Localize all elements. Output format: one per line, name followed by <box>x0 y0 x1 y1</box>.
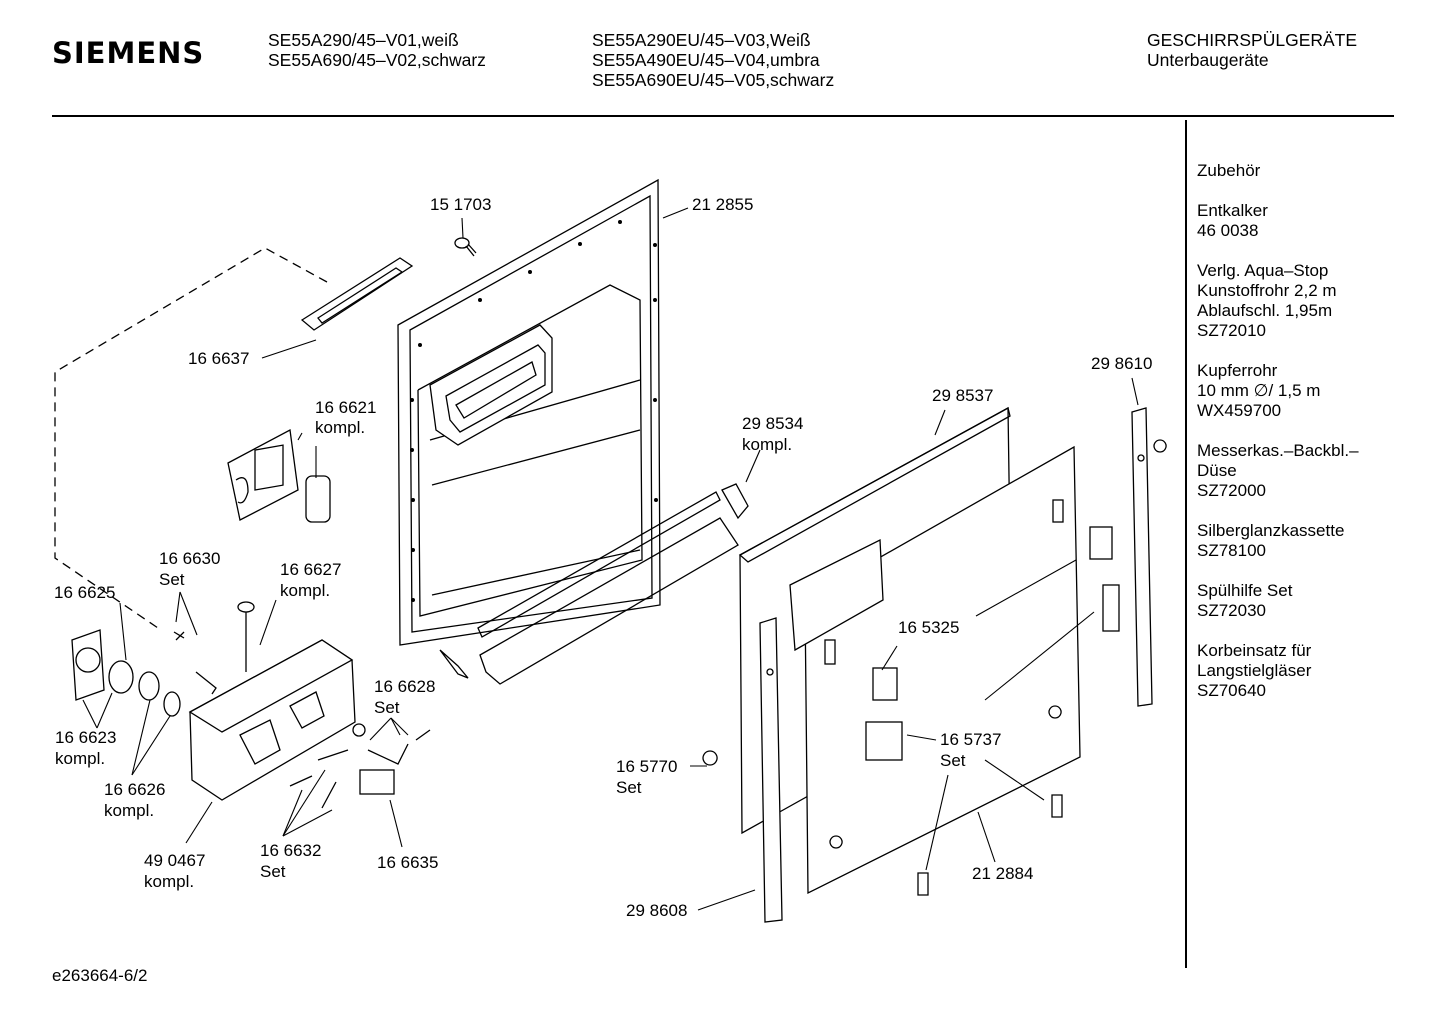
grid-bracket-part <box>227 428 331 523</box>
accessory-line: Silberglanzkassette <box>1197 521 1345 540</box>
accessory-group: Kupferrohr 10 mm ∅/ 1,5 m WX459700 <box>1197 361 1437 421</box>
accessory-line: Verlg. Aqua–Stop <box>1197 261 1329 280</box>
exploded-parts-diagram: 15 1703 21 2855 16 6637 16 6621 kompl. 2… <box>54 178 1167 923</box>
label-49-0467: 49 0467 <box>144 851 205 870</box>
accessory-line: Kupferrohr <box>1197 361 1278 380</box>
inner-door-panel <box>397 178 661 646</box>
models-column-1: SE55A290/45–V01,weiß SE55A690/45–V02,sch… <box>268 30 486 70</box>
label-16-6621: 16 6621 <box>315 398 376 417</box>
accessory-line: Langstielgläser <box>1197 661 1312 680</box>
accessory-group: Zubehör <box>1197 161 1437 181</box>
category-heading: GESCHIRRSPÜLGERÄTE Unterbaugeräte <box>1147 30 1357 70</box>
label-21-2855: 21 2855 <box>692 195 753 214</box>
part-labels: 15 1703 21 2855 16 6637 16 6621 kompl. 2… <box>54 195 1152 920</box>
label-16-6623: 16 6623 <box>55 728 116 747</box>
accessory-line: Ablaufschl. 1,95m <box>1197 301 1333 320</box>
inner-front-panel <box>789 445 1081 895</box>
side-rail-right <box>1131 407 1167 707</box>
header-rule <box>52 115 1394 117</box>
accessory-group: Messerkas.–Backbl.– Düse SZ72000 <box>1197 441 1437 501</box>
model-line: SE55A490EU/45–V04,umbra <box>592 50 820 70</box>
accessory-line: SZ72000 <box>1197 481 1266 500</box>
accessory-group: Korbeinsatz für Langstielgläser SZ70640 <box>1197 641 1437 701</box>
accessory-line: Korbeinsatz für <box>1197 641 1312 660</box>
models-column-2: SE55A290EU/45–V03,Weiß SE55A490EU/45–V04… <box>592 30 834 90</box>
label-29-8608: 29 8608 <box>626 901 687 920</box>
accessory-line: Spülhilfe Set <box>1197 581 1293 600</box>
label-16-6632: 16 6632 <box>260 841 321 860</box>
label-16-6632-sub: Set <box>260 862 286 881</box>
model-line: SE55A290/45–V01,weiß <box>268 30 459 50</box>
category-line: Unterbaugeräte <box>1147 50 1269 70</box>
label-16-6623-sub: kompl. <box>55 749 105 768</box>
accessory-line: 10 mm ∅/ 1,5 m <box>1197 381 1321 400</box>
dispenser-housing-part <box>188 639 356 801</box>
label-49-0467-sub: kompl. <box>144 872 194 891</box>
label-16-6628: 16 6628 <box>374 677 435 696</box>
label-16-6635: 16 6635 <box>377 853 438 872</box>
accessory-group: Spülhilfe Set SZ72030 <box>1197 581 1437 621</box>
clip-parts <box>702 526 1120 896</box>
label-29-8534-sub: kompl. <box>742 435 792 454</box>
model-line: SE55A690/45–V02,schwarz <box>268 50 486 70</box>
category-line: GESCHIRRSPÜLGERÄTE <box>1147 30 1358 50</box>
model-line: SE55A290EU/45–V03,Weiß <box>592 30 811 50</box>
label-16-6626: 16 6626 <box>104 780 165 799</box>
label-21-2884: 21 2884 <box>972 864 1033 883</box>
accessory-line: Messerkas.–Backbl.– <box>1197 441 1359 460</box>
label-16-5770-sub: Set <box>616 778 642 797</box>
trim-strip-part <box>439 483 749 685</box>
label-16-6621-sub: kompl. <box>315 418 365 437</box>
accessory-line: SZ72010 <box>1197 321 1266 340</box>
label-16-6625: 16 6625 <box>54 583 115 602</box>
label-16-6630-sub: Set <box>159 570 185 589</box>
accessory-group: Verlg. Aqua–Stop Kunstoffrohr 2,2 m Abla… <box>1197 261 1437 341</box>
drawing-reference: e263664-6/2 <box>52 966 148 985</box>
ring-parts <box>108 660 181 717</box>
label-16-6627-sub: kompl. <box>280 581 330 600</box>
label-16-6627: 16 6627 <box>280 560 341 579</box>
label-16-5325: 16 5325 <box>898 618 959 637</box>
label-15-1703: 15 1703 <box>430 195 491 214</box>
label-16-6626-sub: kompl. <box>104 801 154 820</box>
accessory-line: Kunstoffrohr 2,2 m <box>1197 281 1337 300</box>
model-line: SE55A690EU/45–V05,schwarz <box>592 70 835 90</box>
leader-lines <box>82 207 1139 911</box>
side-rail-left <box>759 617 783 923</box>
accessory-line: SZ78100 <box>1197 541 1266 560</box>
small-parts <box>173 601 431 809</box>
accessory-line: Entkalker <box>1197 201 1268 220</box>
dispenser-cover-part <box>71 629 105 701</box>
brand-logo: SIEMENS <box>52 36 205 70</box>
label-29-8534: 29 8534 <box>742 414 803 433</box>
accessory-line: Düse <box>1197 461 1237 480</box>
label-29-8610: 29 8610 <box>1091 354 1152 373</box>
assembly-dashed-line <box>54 247 328 629</box>
accessory-group: Entkalker 46 0038 <box>1197 201 1437 241</box>
label-16-5737: 16 5737 <box>940 730 1001 749</box>
seal-frame-part <box>300 257 414 331</box>
label-16-5737-sub: Set <box>940 751 966 770</box>
accessory-line: SZ70640 <box>1197 681 1266 700</box>
sidebar-divider <box>1185 120 1187 968</box>
accessory-line: 46 0038 <box>1197 221 1259 240</box>
label-16-6637: 16 6637 <box>188 349 249 368</box>
label-29-8537: 29 8537 <box>932 386 993 405</box>
label-16-6628-sub: Set <box>374 698 400 717</box>
label-16-6630: 16 6630 <box>159 549 220 568</box>
screw-part <box>454 237 477 257</box>
label-16-5770: 16 5770 <box>616 757 677 776</box>
accessory-line: SZ72030 <box>1197 601 1266 620</box>
accessories-list: Zubehör Entkalker 46 0038 Verlg. Aqua–St… <box>1197 161 1437 721</box>
accessory-line: WX459700 <box>1197 401 1282 420</box>
accessory-line: Zubehör <box>1197 161 1261 180</box>
accessory-group: Silberglanzkassette SZ78100 <box>1197 521 1437 561</box>
